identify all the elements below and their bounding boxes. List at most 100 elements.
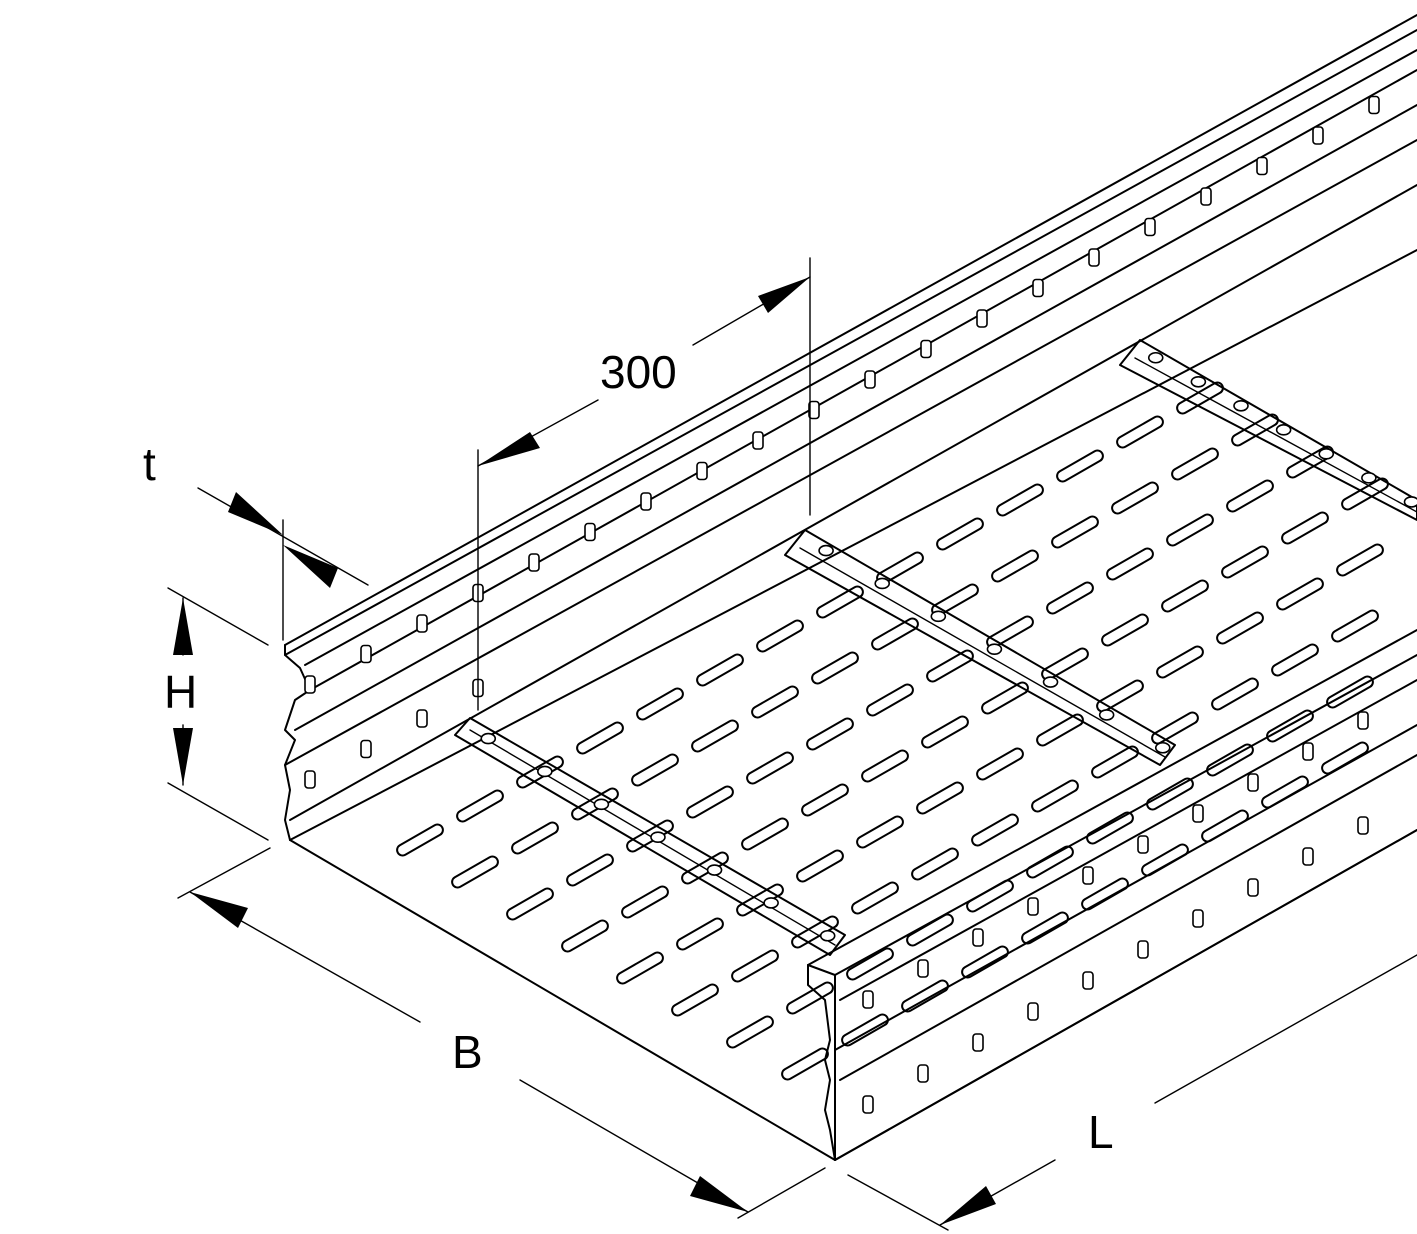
- base-slot: [863, 751, 907, 781]
- bar-hole: [874, 577, 891, 590]
- bar-hole: [706, 864, 723, 876]
- wall-hole: [917, 1064, 929, 1083]
- base-slot: [453, 857, 497, 887]
- base-slot: [1323, 743, 1367, 773]
- bar-hole: [1275, 424, 1292, 436]
- base-slot: [803, 785, 847, 815]
- base-slot: [743, 819, 787, 849]
- base-slot: [933, 585, 977, 615]
- base-slot: [928, 651, 972, 681]
- wall-hole: [1137, 835, 1149, 854]
- wall-hole: [1137, 940, 1149, 959]
- bar-hole: [537, 765, 553, 778]
- wall-hole: [917, 959, 929, 978]
- base-slot: [1058, 451, 1102, 481]
- base-slot: [1118, 417, 1162, 447]
- base-slot: [1098, 681, 1142, 711]
- base-slot: [1228, 481, 1272, 511]
- wall-hole: [1247, 773, 1259, 792]
- base-slot: [818, 587, 862, 617]
- bar-hole: [1154, 741, 1171, 754]
- base-slot: [1168, 515, 1212, 545]
- cross-bar-back: [1119, 339, 1417, 521]
- base-slot: [973, 815, 1017, 845]
- base-slot: [1108, 549, 1152, 579]
- base-slot: [1033, 781, 1077, 811]
- base-slot: [783, 1049, 827, 1079]
- wall-hole: [1357, 816, 1369, 835]
- base-slot: [1343, 479, 1387, 509]
- base-slot: [968, 881, 1012, 911]
- wall-hole: [304, 675, 316, 694]
- base-slot: [398, 825, 442, 855]
- bar-hole: [480, 732, 497, 745]
- near-side-wall: [807, 629, 1417, 1161]
- base-slot: [848, 949, 892, 979]
- base-slot: [1028, 847, 1072, 877]
- bar-hole: [1403, 496, 1417, 508]
- base-slot: [963, 947, 1007, 977]
- base-slot: [1093, 747, 1137, 777]
- base-slot: [758, 621, 802, 651]
- arrowhead: [478, 432, 540, 466]
- wall-hole: [1302, 847, 1314, 866]
- base-slot: [1088, 813, 1132, 843]
- base-slot: [733, 951, 777, 981]
- base-slot: [693, 721, 737, 751]
- wall-hole: [1082, 971, 1094, 990]
- wall-hole: [528, 553, 540, 572]
- base-slot: [873, 619, 917, 649]
- wall-hole: [808, 400, 820, 420]
- base-slot: [623, 887, 667, 917]
- bar-hole: [763, 897, 779, 909]
- base-slot: [698, 655, 742, 685]
- wall-hole: [416, 709, 428, 728]
- base-slot: [1203, 811, 1247, 841]
- base-slot: [858, 817, 902, 847]
- base-slot: [1143, 845, 1187, 875]
- bar-hole: [986, 643, 1003, 655]
- base-slot: [853, 883, 897, 913]
- base-slot: [633, 755, 677, 785]
- bar-hole: [593, 798, 610, 811]
- base-slot: [1178, 383, 1222, 413]
- base-slot: [1278, 579, 1322, 609]
- label-length: L: [1088, 1106, 1114, 1158]
- base-slot: [1218, 613, 1262, 643]
- base-slot: [458, 791, 502, 821]
- base-slot: [988, 617, 1032, 647]
- base-slot: [568, 855, 612, 885]
- wall-hole: [1144, 217, 1156, 237]
- wall-hole: [1200, 187, 1212, 206]
- bar-hole: [1147, 351, 1164, 364]
- wall-hole: [1027, 897, 1039, 916]
- base-slot: [938, 519, 982, 549]
- wall-hole: [304, 770, 316, 789]
- base-slot: [1048, 583, 1092, 613]
- base-slot: [1333, 611, 1377, 641]
- wall-hole: [1032, 278, 1044, 298]
- base-slot: [1148, 779, 1192, 809]
- arrowhead: [190, 892, 248, 928]
- base-slot: [1083, 879, 1127, 909]
- wall-hole: [972, 928, 984, 947]
- base-slot: [1113, 483, 1157, 513]
- far-side-wall: [284, 14, 1417, 841]
- wall-hole: [1368, 95, 1380, 115]
- base-slot: [728, 1017, 772, 1047]
- base-slot: [798, 851, 842, 881]
- bar-hole: [930, 610, 947, 623]
- base-slot: [638, 689, 682, 719]
- base-slot: [1283, 513, 1327, 543]
- arrowhead: [758, 277, 810, 313]
- wall-hole: [862, 990, 874, 1009]
- dimension-width: [177, 847, 826, 1219]
- wall-hole: [696, 461, 708, 481]
- wall-hole: [1256, 156, 1268, 176]
- wall-hole: [1192, 804, 1204, 823]
- bar-hole: [650, 831, 666, 843]
- base-slot: [1038, 715, 1082, 745]
- base-slot: [788, 983, 832, 1013]
- base-slot: [923, 717, 967, 747]
